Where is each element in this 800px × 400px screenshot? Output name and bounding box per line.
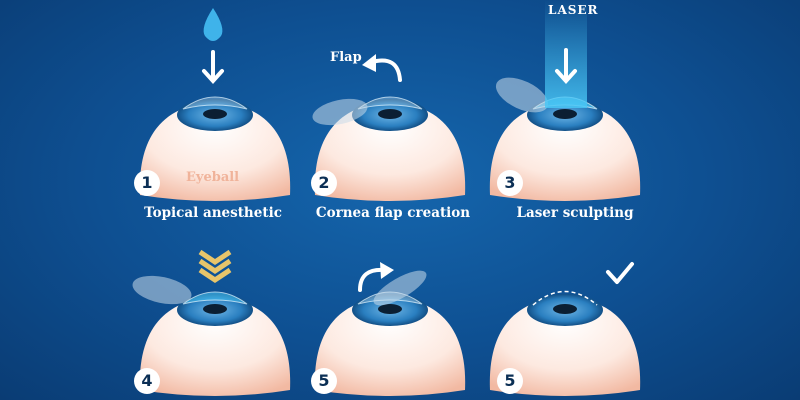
cornea-cap (182, 291, 248, 305)
pupil (553, 109, 577, 119)
eyeball (314, 103, 466, 201)
eye-3 (489, 99, 641, 201)
eyeball (489, 298, 641, 396)
step-number-2: 2 (311, 170, 337, 196)
eye-2 (314, 99, 466, 201)
caption-step-1: Topical anesthetic (144, 205, 282, 221)
caption-step-3: Laser sculpting (516, 205, 634, 221)
water-drop-icon (203, 8, 223, 41)
corneal-flap (495, 77, 549, 113)
step-number-4: 4 (134, 368, 160, 394)
checkmark-icon (606, 262, 634, 284)
arrowhead (362, 54, 376, 72)
chevron-down-icon (198, 249, 232, 266)
pupil (203, 304, 227, 314)
step-number-6: 5 (497, 368, 523, 394)
eyeball (489, 103, 641, 201)
eye-4 (139, 294, 291, 396)
arrowhead (380, 262, 394, 279)
pupil (378, 109, 402, 119)
caption-step-2: Cornea flap creation (315, 205, 471, 221)
down-arrow-icon (202, 50, 224, 84)
step-number-3: 3 (497, 170, 523, 196)
curved-arrow-icon (370, 58, 402, 82)
eyeball (314, 298, 466, 396)
eye-1 (139, 99, 291, 201)
eyeball (139, 103, 291, 201)
cornea-cap (182, 96, 248, 110)
chevron-down-icon (198, 258, 232, 275)
down-arrow-icon (555, 48, 577, 84)
laser-label: LASER (548, 3, 599, 17)
pupil (553, 304, 577, 314)
eyeball (139, 298, 291, 396)
eyeball-label: Eyeball (186, 170, 240, 185)
chevron-down-icon (198, 267, 232, 284)
step-number-5: 5 (311, 368, 337, 394)
dashed-cornea-outline (532, 290, 598, 306)
corneal-flap (373, 270, 427, 306)
eye-5 (314, 294, 466, 396)
corneal-flap (312, 98, 368, 126)
eye-6 (489, 294, 641, 396)
cornea-cap (357, 96, 423, 110)
step-number-1: 1 (134, 170, 160, 196)
pupil (203, 109, 227, 119)
pupil (378, 304, 402, 314)
corneal-flap (132, 275, 192, 305)
flap-label: Flap (330, 50, 362, 65)
